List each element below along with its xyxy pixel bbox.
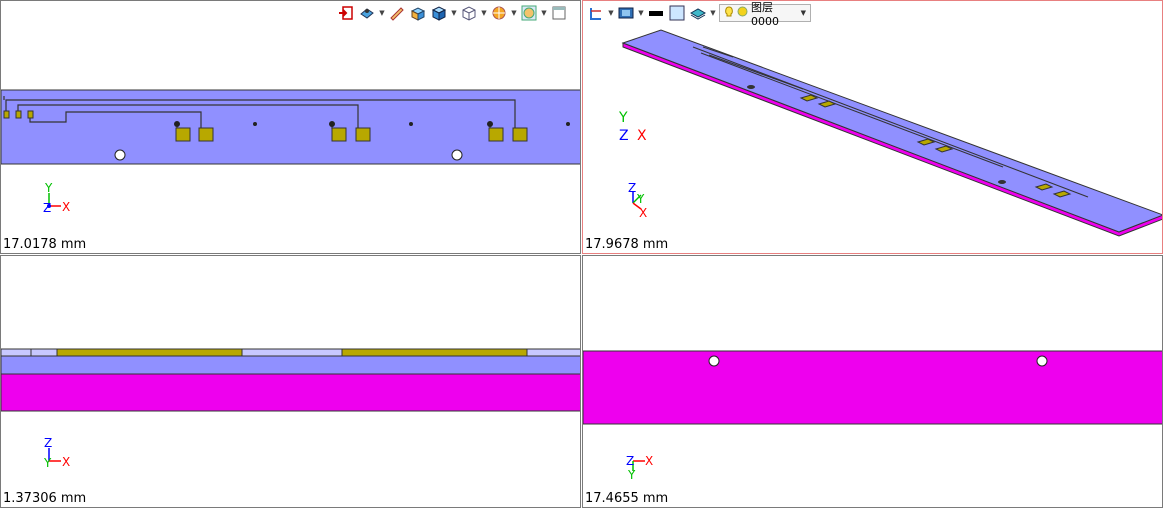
wireframe-dropdown[interactable]: ▼ [481, 9, 487, 17]
pad [175, 127, 191, 142]
pad [331, 127, 347, 142]
svg-text:Y: Y [636, 192, 645, 206]
layer-name: 图层0000 [751, 0, 779, 28]
mount-hole [1036, 355, 1048, 367]
axis-triad-icon: Z Y X [628, 181, 647, 220]
side-view-scene [583, 350, 1162, 425]
chevron-down-icon: ▼ [800, 9, 806, 17]
layer-select[interactable]: 图层0000 ▼ [719, 1, 811, 28]
section-dropdown[interactable]: ▼ [608, 9, 614, 17]
svg-text:Z: Z [628, 181, 636, 195]
window-icon[interactable] [550, 4, 568, 22]
viewport-front[interactable]: Z Y X 1.37306 mm [0, 255, 581, 508]
board-profile [1, 355, 580, 375]
svg-text:Z: Z [44, 436, 52, 450]
svg-text:X: X [637, 128, 647, 144]
iso-traces [692, 46, 1089, 198]
appearance-dropdown[interactable]: ▼ [541, 9, 547, 17]
scale-label: 17.9678 mm [585, 237, 669, 252]
bulb-icon [724, 5, 734, 21]
board-top [1, 89, 580, 165]
mount-holes [114, 149, 463, 161]
layer-display-dropdown[interactable]: ▼ [710, 9, 716, 17]
cube-dropdown[interactable]: ▼ [451, 9, 457, 17]
pad [198, 127, 214, 142]
ruler-icon[interactable] [388, 4, 406, 22]
svg-text:Z: Z [43, 201, 51, 215]
svg-text:X: X [62, 455, 70, 469]
svg-text:Y: Y [627, 468, 636, 482]
exit-icon[interactable] [337, 4, 355, 22]
yellow-dot-icon [737, 6, 748, 20]
mount-hole [708, 355, 720, 367]
render-dropdown[interactable]: ▼ [511, 9, 517, 17]
svg-text:Z: Z [626, 454, 634, 468]
svg-text:Z: Z [619, 128, 629, 144]
display-mode-icon[interactable] [617, 4, 635, 22]
svg-text:X: X [639, 206, 647, 220]
vias [174, 121, 570, 127]
viewport-iso[interactable]: Y Z X Z Y X 17.9678 mm ▼ ▼ ▼ 图层0000 ▼ [582, 0, 1163, 254]
svg-text:Y: Y [43, 456, 52, 470]
svg-text:Y: Y [44, 181, 53, 195]
world-axis-icon: Y Z X [618, 110, 647, 144]
line-weight-icon[interactable] [647, 4, 665, 22]
background-color-icon[interactable] [668, 4, 686, 22]
view-toolbar-left: ▼ ▼ ▼ ▼ ▼ [337, 3, 568, 23]
top-view-scene [1, 89, 580, 165]
view-toolbar-right: ▼ ▼ ▼ 图层0000 ▼ [587, 1, 811, 28]
axis-triad-icon: Z Y X [626, 454, 653, 482]
axis-triad-icon: Z Y X [43, 436, 70, 470]
svg-text:Y: Y [618, 110, 628, 126]
view-orient-dropdown[interactable]: ▼ [379, 9, 385, 17]
pad-profile [341, 348, 528, 357]
appearance-icon[interactable] [520, 4, 538, 22]
shaded-box-icon[interactable] [409, 4, 427, 22]
viewport-top[interactable]: Y Z X 17.0178 mm ▼ ▼ ▼ ▼ ▼ [0, 0, 581, 254]
pad [355, 127, 371, 142]
layer-display-icon[interactable] [689, 4, 707, 22]
viewport-side[interactable]: Z Y X 17.4655 mm [582, 255, 1163, 508]
pad [488, 127, 504, 142]
scale-label: 17.0178 mm [3, 237, 87, 252]
iso-pads [799, 94, 1072, 198]
svg-text:X: X [645, 454, 653, 468]
cube-blue-icon[interactable] [430, 4, 448, 22]
substrate-side [583, 350, 1162, 425]
scale-label: 17.4655 mm [585, 491, 669, 506]
wireframe-cube-icon[interactable] [460, 4, 478, 22]
axis-triad-icon: Y Z X [43, 181, 70, 215]
substrate-profile [1, 373, 580, 412]
render-sphere-icon[interactable] [490, 4, 508, 22]
section-view-icon[interactable] [587, 4, 605, 22]
display-mode-dropdown[interactable]: ▼ [638, 9, 644, 17]
pad-profile [56, 348, 243, 357]
pads [3, 110, 528, 142]
scale-label: 1.37306 mm [3, 491, 87, 506]
svg-text:X: X [62, 200, 70, 214]
view-orient-icon[interactable] [358, 4, 376, 22]
iso-view-scene [621, 29, 1162, 237]
front-view-scene [1, 348, 580, 412]
iso-holes [747, 85, 1006, 184]
pad [512, 127, 528, 142]
